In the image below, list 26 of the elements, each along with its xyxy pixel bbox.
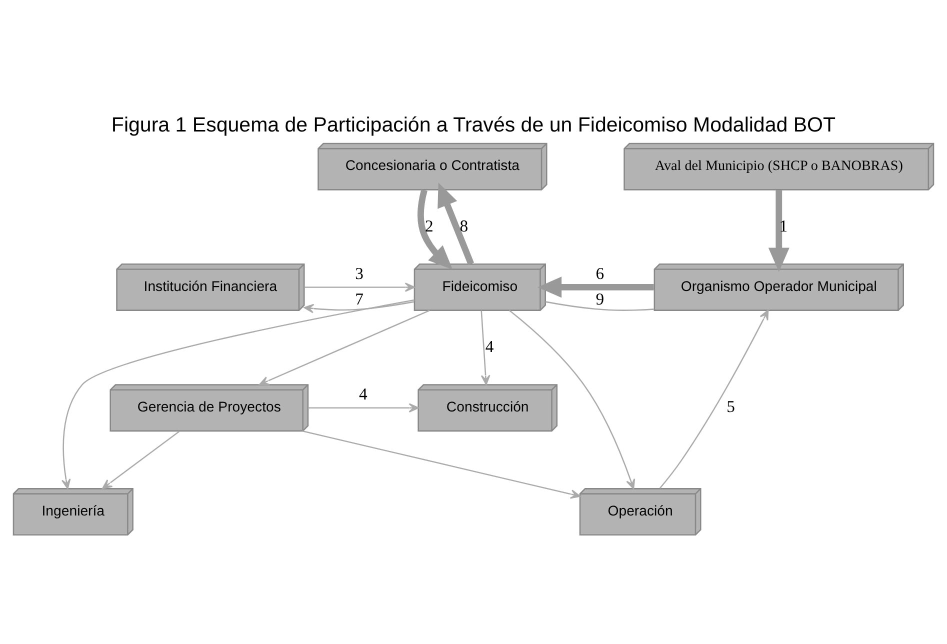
arrow [61,298,414,489]
arrow [768,190,790,272]
arrow [259,309,430,385]
edge-label: 1 [779,216,788,235]
edge-label: 3 [355,263,364,282]
arrow [418,188,453,270]
arrow [304,300,414,313]
arrow [302,430,581,498]
diagram-title: Figura 1 Esquema de Participación a Través de un Fideicomiso Modalidad BOT [111,113,836,136]
edge-label: 7 [355,288,364,308]
connector [545,300,654,310]
edge-label: 4 [485,336,494,356]
arrow [538,276,654,298]
arrow [438,182,474,265]
edge-label: 9 [596,288,604,308]
edge-label: 4 [358,384,368,403]
edge-label: 2 [425,216,434,235]
edge-label: 5 [726,396,735,416]
arrow [304,282,415,292]
arrow [659,309,769,488]
arrow [102,430,180,489]
edge-label: 8 [460,216,468,235]
edge-label: 6 [596,263,604,282]
arrow [480,310,490,385]
arrow [508,309,636,489]
arrow [308,402,419,412]
